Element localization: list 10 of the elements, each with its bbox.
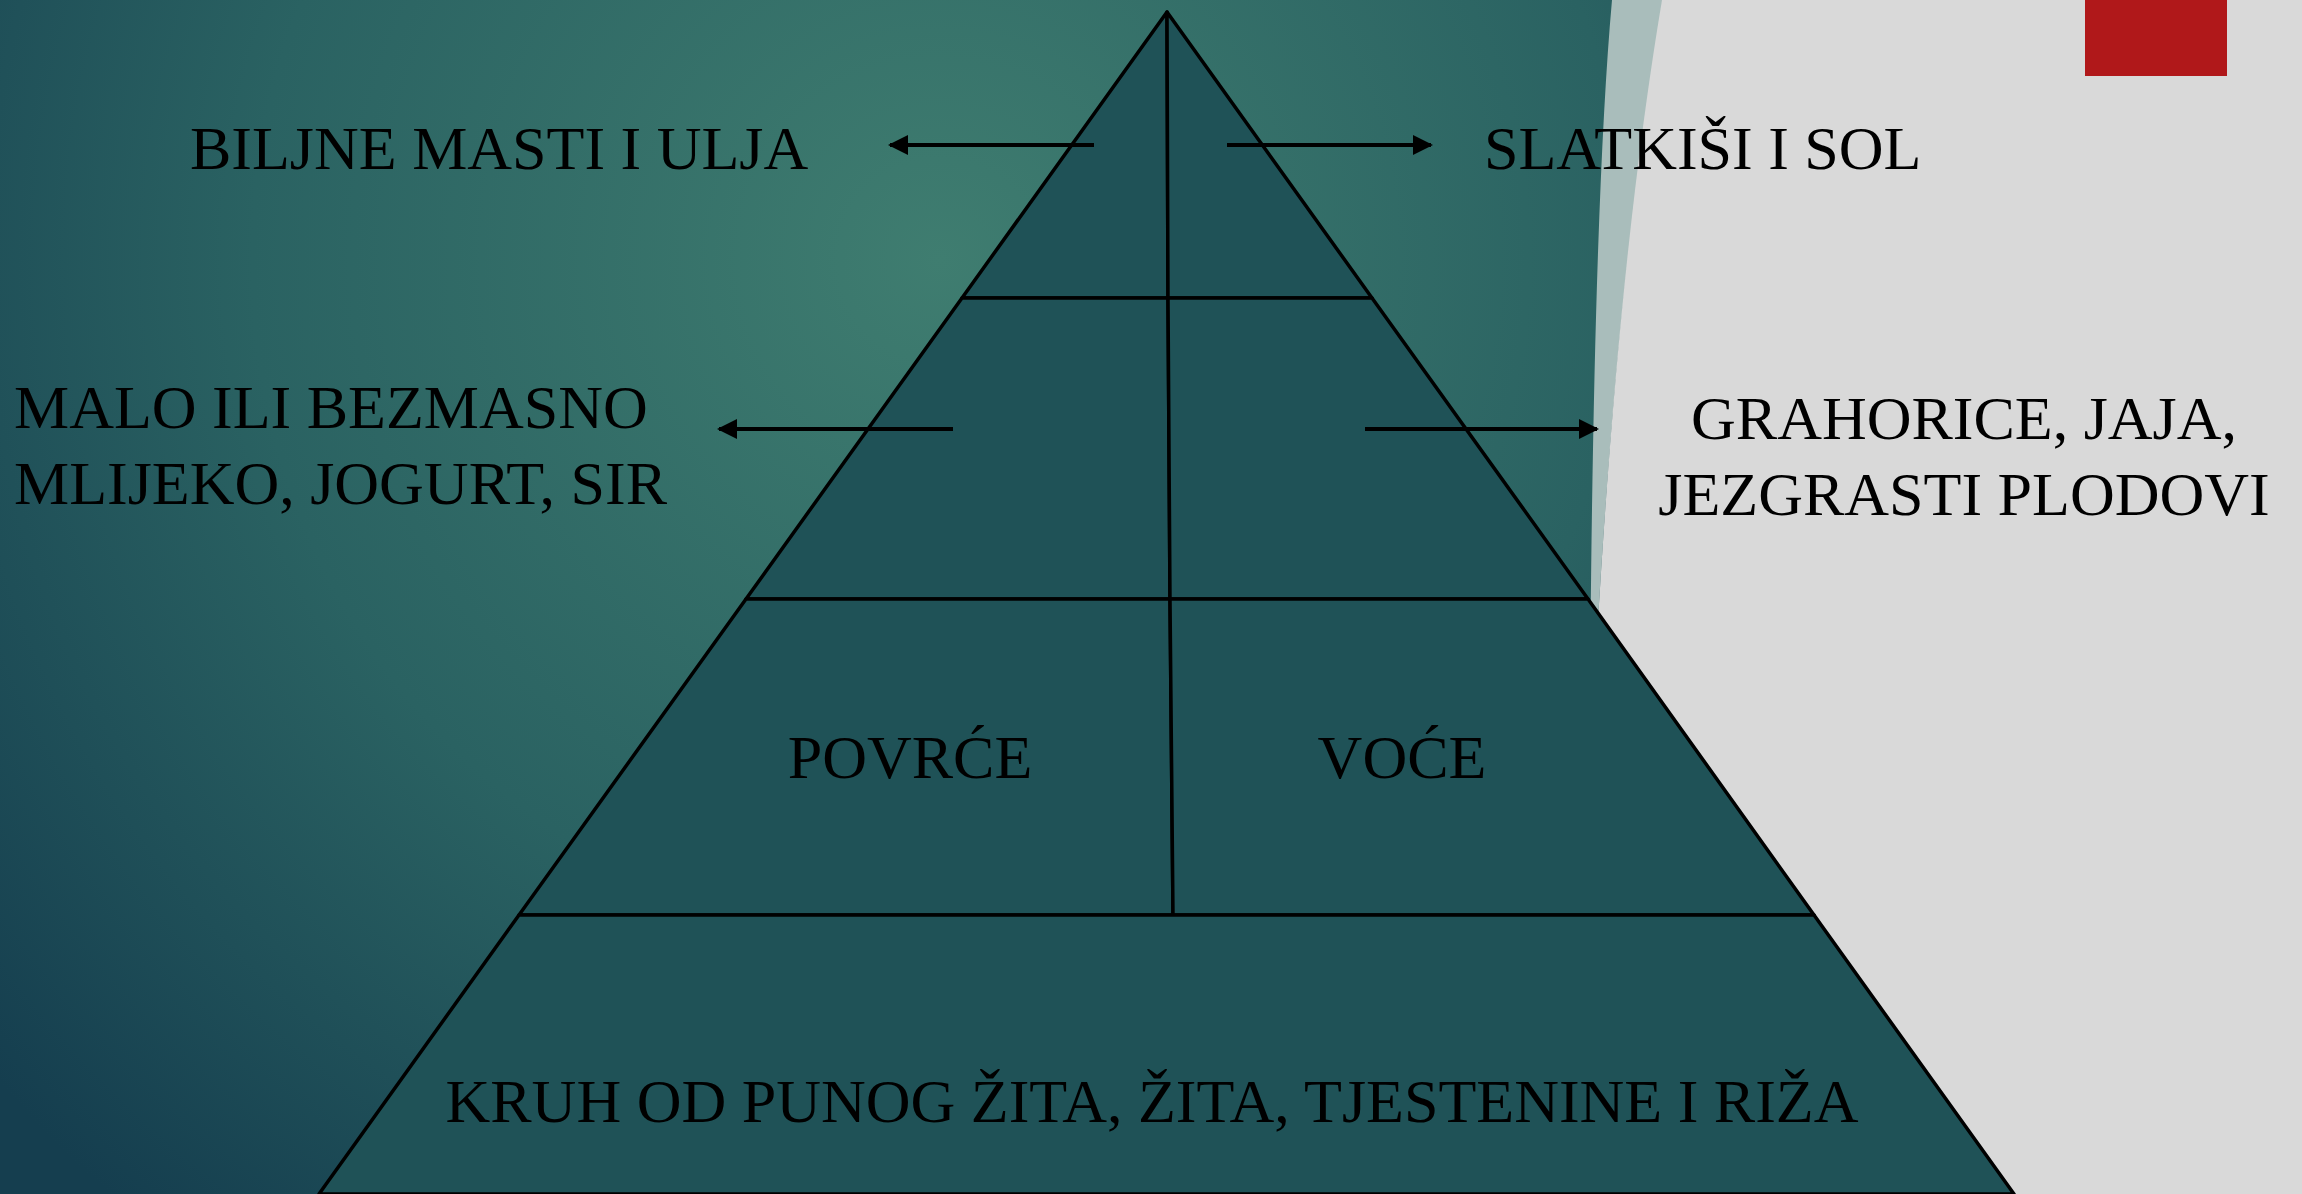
food-group-label: GRAHORICE, JAJA, JEZGRASTI PLODOVI <box>1657 383 2271 530</box>
food-group-label: BILJNE MASTI I ULJA <box>190 113 810 184</box>
arrow <box>717 419 953 439</box>
food-group-label: VOĆE <box>1317 722 1487 793</box>
food-group-label: KRUH OD PUNOG ŽITA, ŽITA, TJESTENINE I RIŽA <box>445 1066 1859 1137</box>
arrow <box>888 135 1094 155</box>
food-group-label: MALO ILI BEZMASNO MLIJEKO, JOGURT, SIR <box>14 372 669 519</box>
food-group-label: POVRĆE <box>787 722 1033 793</box>
arrow <box>1227 135 1433 155</box>
arrow <box>1365 419 1599 439</box>
